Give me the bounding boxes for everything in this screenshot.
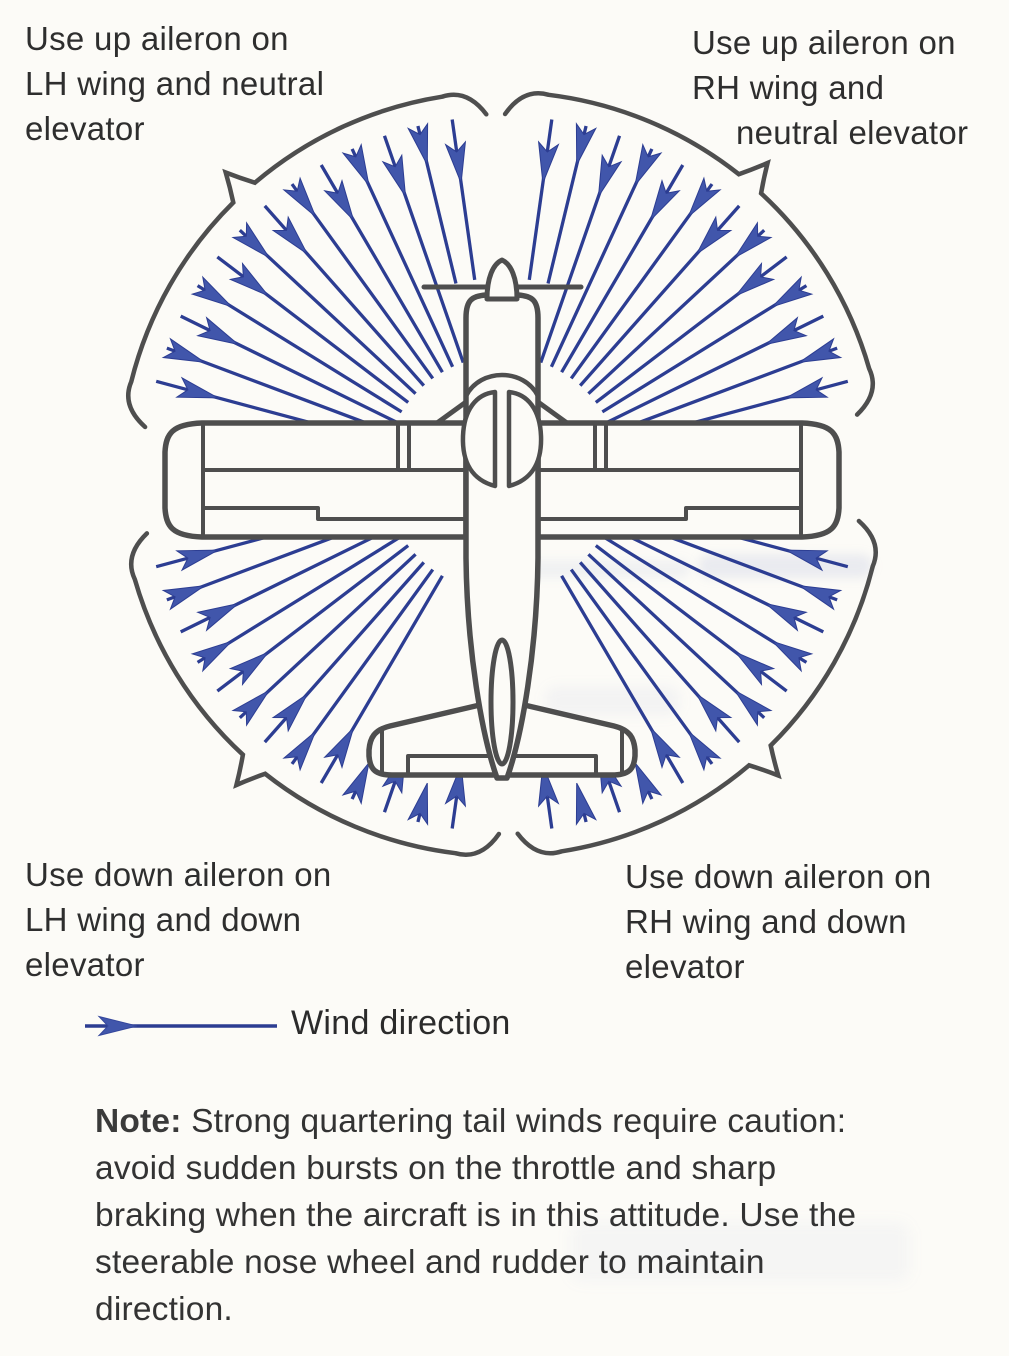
note-line: direction. — [95, 1291, 233, 1328]
wind-arrow — [407, 782, 429, 826]
label-bottom-left-quadrant: Use down aileron on LH wing and down ele… — [25, 852, 332, 987]
wind-arrow — [231, 221, 270, 258]
wind-arrow — [271, 215, 308, 255]
wind-direction-legend-label: Wind direction — [291, 1004, 511, 1042]
label-line: neutral elevator — [736, 114, 969, 151]
legend-arrow-icon — [85, 1015, 277, 1037]
wind-arrow — [282, 731, 316, 772]
label-line: Use up aileron on — [692, 24, 956, 61]
wind-arrow — [196, 316, 239, 345]
label-line: RH wing and down — [625, 903, 907, 940]
wind-arrow — [735, 651, 776, 687]
label-line: elevator — [625, 948, 745, 985]
wind-arrow — [271, 693, 308, 733]
label-line: LH wing and down — [25, 901, 302, 938]
label-line: elevator — [25, 946, 145, 983]
label-line: Use down aileron on — [625, 858, 932, 895]
wind-arrow — [688, 176, 722, 217]
wind-arrow — [734, 221, 773, 258]
wind-arrow — [175, 549, 219, 572]
wind-arrow — [772, 640, 814, 673]
wind-arrow — [444, 140, 467, 184]
wind-arrow-fans — [155, 119, 849, 829]
wind-arrow — [175, 376, 219, 399]
note-line: Note: Strong quartering tail winds requi… — [95, 1098, 975, 1145]
wind-arrow — [537, 140, 560, 184]
wind-arrow — [650, 727, 681, 769]
wind-arrow — [696, 215, 733, 255]
label-line: Use up aileron on — [25, 20, 289, 57]
note-line: braking when the aircraft is in this att… — [95, 1197, 857, 1234]
wind-arrow — [650, 179, 681, 221]
wind-arrow — [407, 122, 429, 166]
wind-fan-top-left — [155, 119, 477, 446]
wind-arrow — [228, 651, 269, 687]
wind-arrow — [190, 640, 232, 673]
label-bottom-right-quadrant: Use down aileron on RH wing and down ele… — [625, 854, 932, 989]
wind-arrow — [575, 782, 597, 826]
wind-arrow — [161, 337, 205, 363]
wind-arrow — [772, 275, 814, 308]
label-line: elevator — [25, 110, 145, 147]
wind-arrow — [799, 337, 843, 363]
note-line: avoid sudden bursts on the throttle and … — [95, 1150, 777, 1187]
wind-arrow — [323, 179, 354, 221]
wind-fan-bottom-left — [155, 502, 467, 829]
wind-fan-bottom-right-brace — [515, 518, 878, 856]
note-text: Strong quartering tail winds require cau… — [191, 1103, 847, 1140]
spinner — [484, 257, 520, 302]
right-wing-root-fillet — [535, 399, 570, 426]
wind-arrow — [231, 690, 270, 727]
wind-arrow — [634, 762, 663, 805]
canopy-window-right — [506, 389, 544, 489]
left-wing-root-fillet — [434, 399, 469, 426]
wind-arrow — [734, 690, 773, 727]
wind-fan-bottom-left-brace — [129, 531, 502, 857]
wind-arrow — [634, 143, 663, 186]
caution-note: Note: Strong quartering tail winds requi… — [95, 1098, 975, 1333]
wind-fan-top-left-brace — [126, 92, 489, 430]
wind-arrow — [196, 603, 239, 632]
canopy-window-left — [460, 389, 498, 489]
wind-arrow — [735, 261, 776, 297]
windshield — [463, 372, 541, 399]
wind-arrow — [381, 153, 406, 197]
wind-arrow — [341, 143, 370, 186]
wind-arrow — [190, 275, 232, 308]
wind-arrow — [688, 731, 722, 772]
label-top-left-quadrant: Use up aileron on LH wing and neutral el… — [25, 16, 324, 151]
vertical-fin — [488, 637, 516, 767]
wind-arrow — [696, 693, 733, 733]
left-wing-panel-lines — [201, 422, 468, 536]
wind-arrow — [323, 727, 354, 769]
wind-arrow — [575, 122, 597, 166]
wind-fan-top-right — [527, 119, 849, 446]
airplane-top-view — [162, 257, 842, 781]
wind-fan-bottom-right — [537, 502, 849, 829]
label-top-right-quadrant: Use up aileron on RH wing and neutral el… — [692, 20, 968, 155]
note-line: steerable nose wheel and rudder to maint… — [95, 1244, 765, 1281]
wind-fan-top-right-brace — [502, 91, 875, 417]
wind-arrow — [765, 603, 808, 632]
wind-arrow — [228, 261, 269, 297]
label-line: Use down aileron on — [25, 856, 332, 893]
wind-arrow — [341, 762, 370, 805]
wind-arrow — [799, 585, 843, 611]
wind-arrow — [282, 176, 316, 217]
label-line: LH wing and neutral — [25, 65, 325, 102]
right-wing-panel-lines — [536, 422, 803, 536]
wind-arrow — [161, 585, 205, 611]
wind-arrow — [598, 153, 623, 197]
note-prefix: Note: — [95, 1103, 182, 1140]
wind-arrow — [785, 549, 829, 572]
wind-arrow — [785, 376, 829, 399]
quadrant-braces — [126, 91, 878, 857]
label-line: RH wing and — [692, 69, 885, 106]
wind-arrow — [765, 316, 808, 345]
